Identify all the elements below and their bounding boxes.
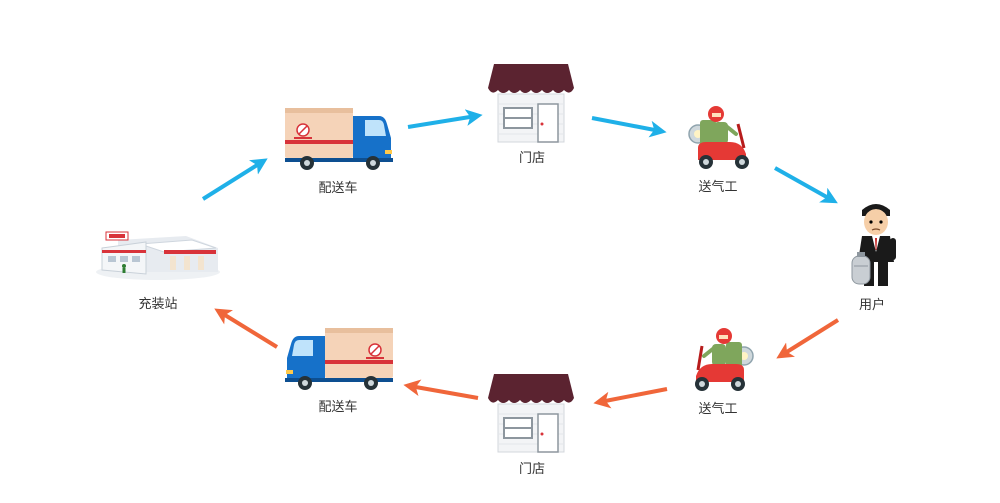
storefront-icon bbox=[488, 374, 574, 453]
store-bottom-label: 门店 bbox=[518, 462, 546, 477]
storefront-icon bbox=[488, 64, 574, 143]
courier-top-label: 送气工 bbox=[698, 180, 738, 195]
truck-bottom-label: 配送车 bbox=[318, 400, 358, 415]
arrow-courier-to-user bbox=[774, 166, 838, 204]
arrow-store-to-courier bbox=[591, 116, 667, 138]
station-label: 充装站 bbox=[138, 297, 178, 312]
arrow-truck-to-store bbox=[407, 109, 483, 129]
gas-filling-station-icon bbox=[96, 231, 220, 280]
arrow-store-to-truck bbox=[403, 379, 479, 400]
store-top-label: 门店 bbox=[518, 151, 546, 166]
courier-bottom-label: 送气工 bbox=[698, 402, 738, 417]
scooter-courier-icon bbox=[688, 106, 749, 169]
arrow-truck-to-station bbox=[214, 308, 279, 349]
arrow-user-to-courier bbox=[776, 318, 840, 359]
scooter-courier-icon bbox=[695, 328, 754, 391]
truck-top-label: 配送车 bbox=[318, 181, 358, 196]
return-arrows bbox=[214, 308, 840, 409]
outbound-arrows bbox=[201, 109, 838, 204]
delivery-truck-icon bbox=[285, 108, 393, 170]
businessman-with-gas-cylinder-icon bbox=[851, 204, 896, 286]
arrow-station-to-truck bbox=[201, 158, 268, 201]
delivery-truck-icon bbox=[285, 328, 393, 390]
arrow-courier-to-store bbox=[593, 387, 668, 409]
user-label: 用户 bbox=[858, 298, 886, 313]
